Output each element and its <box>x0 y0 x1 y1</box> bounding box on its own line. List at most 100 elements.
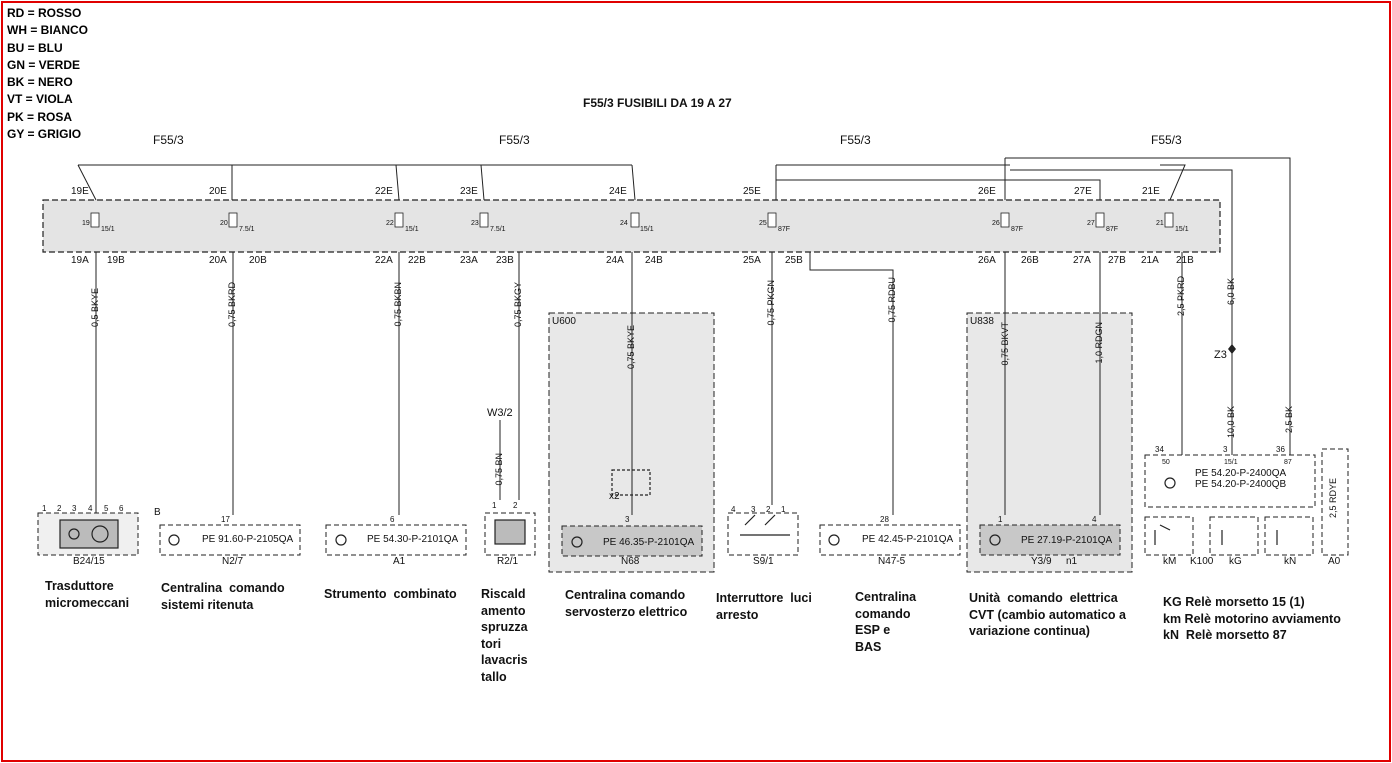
fuse-rating: 7.5/1 <box>490 226 506 233</box>
pin-label: 3 <box>1223 445 1228 454</box>
component-id: S9/1 <box>753 556 774 567</box>
pin-label: 1 <box>781 505 786 514</box>
fuse-number: 22 <box>386 220 394 227</box>
component-description: Riscald amento spruzza tori lavacris tal… <box>481 587 528 684</box>
wire-label: 0,75 BKRD <box>227 282 237 328</box>
wire-label: 0,75 BN <box>494 453 504 486</box>
connector-b-label: B <box>154 507 161 518</box>
legend-item: VT = VIOLA <box>7 92 73 107</box>
legend-item: BK = NERO <box>7 75 73 90</box>
pin-label: 4 <box>88 504 93 513</box>
fuse-elements <box>90 212 1174 228</box>
pin-label: 34 <box>1155 445 1164 454</box>
legend-item: PK = ROSA <box>7 109 73 124</box>
pin-label: 4 <box>731 505 736 514</box>
component-description: Strumento combinato <box>324 587 457 601</box>
fuse-number: 27 <box>1087 220 1095 227</box>
fuse-number: 21 <box>1156 220 1164 227</box>
component-id: N47-5 <box>878 556 906 567</box>
wire-label: 6,0 BK <box>1226 278 1236 306</box>
fuse-top-label: 25E <box>743 186 761 197</box>
component-id: A1 <box>393 556 406 567</box>
fuse-in-label: 21A <box>1141 255 1159 266</box>
wire-label: 0,75 BKVT <box>1000 322 1010 366</box>
fuse-out-label: 27B <box>1108 255 1126 266</box>
pin-sublabel: 15/1 <box>1224 459 1238 466</box>
wire-label: 10,0 BK <box>1226 406 1236 439</box>
fuse-number: 25 <box>759 220 767 227</box>
fuse-top-label: 20E <box>209 186 227 197</box>
fuse-top-label: 27E <box>1074 186 1092 197</box>
fuse-out-label: 20B <box>249 255 267 266</box>
part-code: PE 42.45-P-2101QA <box>862 534 954 545</box>
wire-label: 2,5 PKRD <box>1176 276 1186 317</box>
wire-label: 2,5 RDYE <box>1328 478 1338 519</box>
fuse-top-label: 23E <box>460 186 478 197</box>
fuse-group-label: F55/3 <box>1151 133 1182 147</box>
fuse-out-label: 23B <box>496 255 514 266</box>
pin-label: 3 <box>625 515 630 524</box>
pin-label: 3 <box>751 505 756 514</box>
pin-label: 1 <box>998 515 1003 524</box>
wire-label: 0,75 RDBU <box>887 277 897 323</box>
relay-label: kM <box>1163 556 1177 567</box>
fuse-rating: 7.5/1 <box>239 226 255 233</box>
fuse-number: 26 <box>992 220 1000 227</box>
pin-label: 1 <box>42 504 47 513</box>
pin-label: 36 <box>1276 445 1285 454</box>
wire-label: 2,5 BK <box>1284 406 1294 434</box>
pin-label: 17 <box>221 515 230 524</box>
component-id: N68 <box>621 556 640 567</box>
fuse-in-label: 24A <box>606 255 624 266</box>
fuse-rating: 87F <box>1106 226 1119 233</box>
fuse-rating: 15/1 <box>640 226 654 233</box>
component-id: Y3/9 <box>1031 556 1052 567</box>
pin-label: 2 <box>766 505 771 514</box>
color-legend: RD = ROSSO WH = BIANCO BU = BLU GN = VER… <box>7 5 88 143</box>
fuse-rating: 87F <box>778 226 791 233</box>
component-description: Centralina comando servosterzo elettrico <box>565 588 688 619</box>
fuse-group-label: F55/3 <box>153 133 184 147</box>
wire-label: 0,75 PKGN <box>766 280 776 326</box>
pin-label: 6 <box>390 515 395 524</box>
feed-lines <box>77 157 1291 430</box>
legend-item: RD = ROSSO <box>7 6 82 20</box>
fuse-rating: 87F <box>1011 226 1024 233</box>
pin-label: 6 <box>119 504 124 513</box>
relay-label: kN <box>1284 556 1297 567</box>
fuse-group-label: F55/3 <box>840 133 871 147</box>
w32-label: W3/2 <box>487 407 513 419</box>
component-id: K100 <box>1190 556 1214 567</box>
wire-label: 0,5 BKYE <box>90 288 100 328</box>
pin-label: 5 <box>104 504 109 513</box>
fuse-number: 23 <box>471 220 479 227</box>
wire-label: 1,0 RDGN <box>1094 322 1104 364</box>
part-code: PE 91.60-P-2105QA <box>202 534 294 545</box>
component-id: R2/1 <box>497 556 519 567</box>
fuse-out-label: 26B <box>1021 255 1039 266</box>
component-description: Centralina comando sistemi ritenuta <box>161 581 285 612</box>
component-id: N2/7 <box>222 556 244 567</box>
pin-label: 4 <box>1092 515 1097 524</box>
fuse-top-label: 19E <box>71 186 89 197</box>
legend-item: WH = BIANCO <box>7 23 88 38</box>
fuse-out-label: 21B <box>1176 255 1194 266</box>
fuse-in-label: 26A <box>978 255 996 266</box>
component-description: KG Relè morsetto 15 (1) km Relè motorino… <box>1163 595 1341 642</box>
part-code: PE 46.35-P-2101QA <box>603 537 695 548</box>
fuse-in-label: 27A <box>1073 255 1091 266</box>
fuse-in-label: 20A <box>209 255 227 266</box>
fuse-in-label: 22A <box>375 255 393 266</box>
fuse-number: 24 <box>620 220 628 227</box>
legend-item: BU = BLU <box>7 40 63 55</box>
diagram-title: F55/3 FUSIBILI DA 19 A 27 <box>583 96 732 110</box>
pin-label: 3 <box>72 504 77 513</box>
fuse-rating: 15/1 <box>1175 226 1189 233</box>
part-code: PE 27.19-P-2101QA <box>1021 535 1113 546</box>
fuse-number: 20 <box>220 220 228 227</box>
fuse-group-label: F55/3 <box>499 133 530 147</box>
pin-label: 28 <box>880 515 889 524</box>
